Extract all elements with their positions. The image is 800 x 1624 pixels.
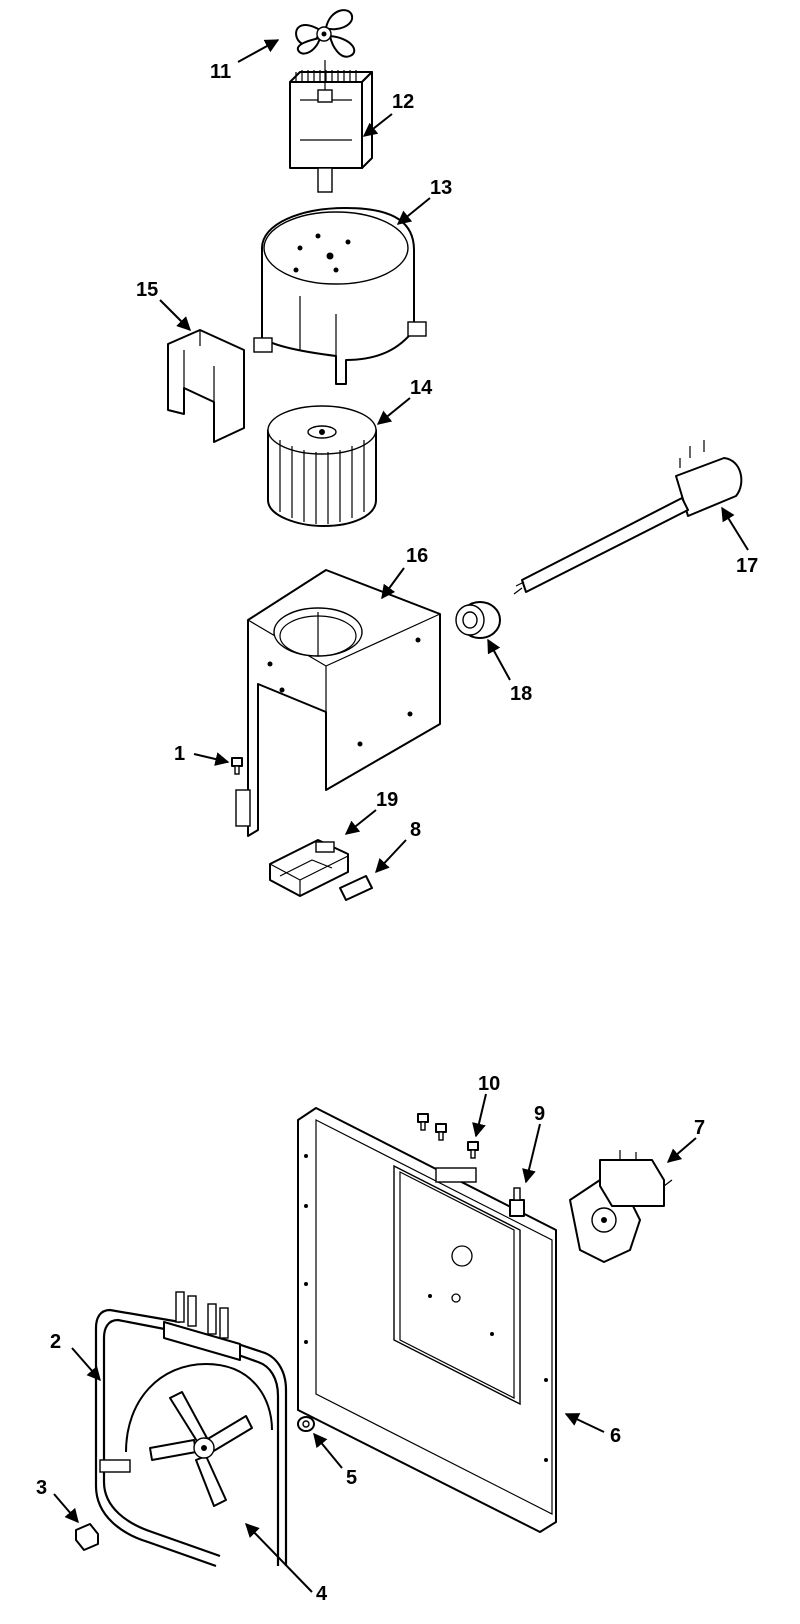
leader-8 [375, 839, 407, 874]
leader-10 [472, 1093, 487, 1138]
leader-17 [721, 506, 749, 551]
callout-15: 15 [136, 279, 158, 301]
leader-2 [71, 1347, 101, 1382]
leader-4 [245, 1522, 313, 1593]
bracket-part [167, 329, 245, 443]
callout-3: 3 [36, 1477, 47, 1499]
callout-16: 16 [406, 545, 428, 567]
power-cord-part [513, 440, 743, 595]
leader-6 [564, 1413, 605, 1433]
leader-14 [376, 397, 411, 425]
leader-7 [666, 1137, 697, 1163]
panel-screws-part [417, 1113, 479, 1159]
fan-blade-part [295, 9, 356, 58]
callout-2: 2 [50, 1331, 61, 1353]
heating-element-part [94, 1291, 288, 1568]
sensor-part [509, 1187, 525, 1217]
fuse-holder-part [269, 839, 349, 897]
nut-part [297, 1416, 315, 1432]
leader-5 [313, 1432, 343, 1469]
convection-motor-part [569, 1150, 673, 1263]
leader-3 [53, 1493, 79, 1524]
leader-lines [53, 39, 749, 1593]
callout-labels: 1 2 3 4 5 6 7 8 9 10 11 12 13 14 15 16 1… [36, 61, 758, 1605]
leader-9 [522, 1123, 541, 1184]
leader-19 [344, 809, 377, 835]
leader-16 [381, 567, 405, 600]
blower-housing-part [253, 207, 427, 385]
callout-12: 12 [392, 91, 414, 113]
leader-15 [159, 299, 191, 331]
callout-19: 19 [376, 789, 398, 811]
callout-17: 17 [736, 555, 758, 577]
blower-wheel-part [267, 405, 377, 527]
leader-12 [362, 113, 393, 137]
callout-9: 9 [534, 1103, 545, 1125]
grommet-part [455, 601, 501, 639]
callout-13: 13 [430, 177, 452, 199]
spacer-part [75, 1523, 99, 1551]
callout-14: 14 [410, 377, 433, 399]
callout-11: 11 [210, 61, 231, 83]
leader-11 [237, 39, 280, 63]
callout-18: 18 [510, 683, 532, 705]
leader-18 [487, 638, 511, 681]
callout-4: 4 [316, 1583, 328, 1605]
callout-5: 5 [346, 1467, 357, 1489]
callout-6: 6 [610, 1425, 621, 1447]
callout-10: 10 [478, 1073, 500, 1095]
blower-motor-part [289, 60, 373, 193]
leader-13 [396, 197, 431, 225]
fuse-part [339, 875, 373, 901]
mounting-panel-part [297, 1107, 557, 1533]
blower-box-part [235, 569, 441, 837]
screw-part [231, 757, 243, 775]
convection-fan-part [125, 1362, 273, 1507]
leader-1 [193, 752, 230, 766]
callout-1: 1 [174, 743, 185, 765]
callout-7: 7 [694, 1117, 705, 1139]
callout-8: 8 [410, 819, 421, 841]
